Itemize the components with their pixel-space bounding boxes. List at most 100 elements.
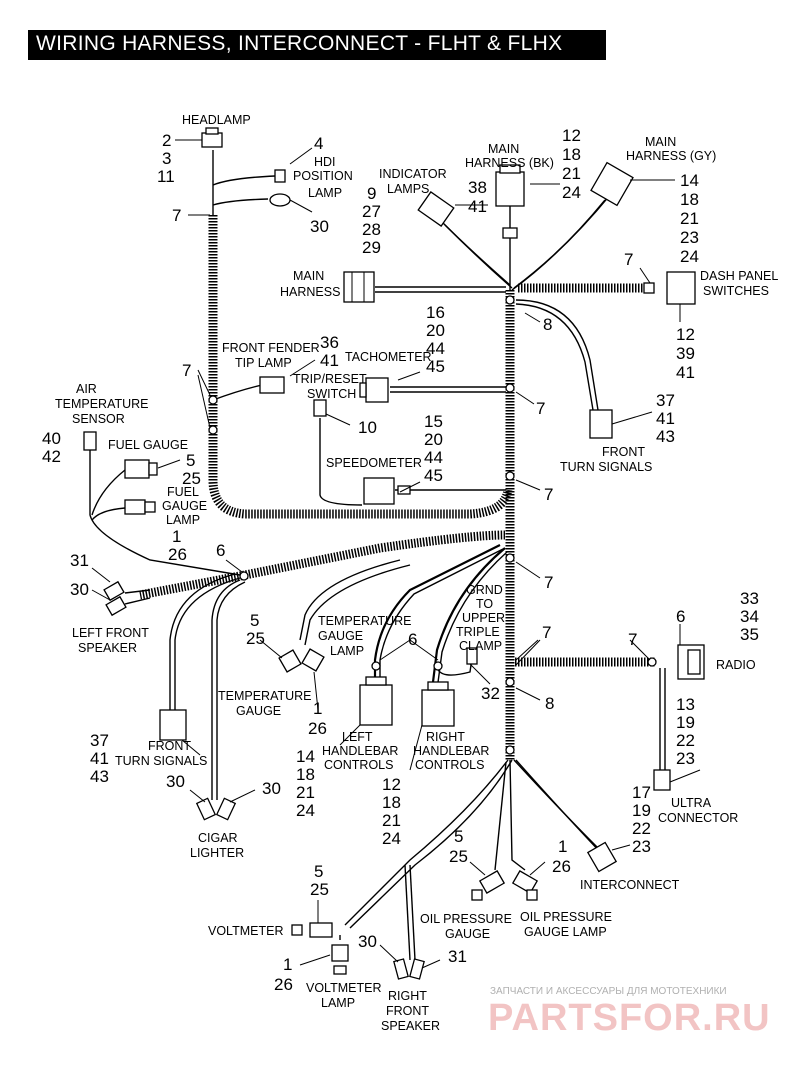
callout: 22: [676, 731, 695, 750]
label-volt-lamp-1: VOLTMETER: [306, 981, 381, 995]
callout: 6: [676, 607, 685, 626]
label-oil-lamp-1: OIL PRESSURE: [520, 910, 612, 924]
label-grnd-5: CLAMP: [459, 639, 502, 653]
callout: 1: [283, 955, 292, 974]
callout: 34: [740, 607, 759, 626]
callout: 41: [90, 749, 109, 768]
label-speedometer: SPEEDOMETER: [326, 456, 422, 470]
callout: 30: [310, 217, 329, 236]
callout: 21: [296, 783, 315, 802]
callout: 26: [274, 975, 293, 994]
label-cigar-2: LIGHTER: [190, 846, 244, 860]
callout: 7: [544, 573, 553, 592]
callout: 41: [320, 351, 339, 370]
callout: 45: [424, 466, 443, 485]
callout: 24: [382, 829, 401, 848]
air-temperature-sensor-icon: [83, 431, 97, 451]
callout: 41: [656, 409, 675, 428]
label-grnd-2: TO: [476, 597, 493, 611]
component-labels: HEADLAMP HDI POSITION LAMP INDICATOR LAM…: [55, 113, 778, 1033]
callout: 42: [42, 447, 61, 466]
tachometer-connector-icon: [359, 377, 389, 403]
callout: 43: [90, 767, 109, 786]
left-handlebar-connector-icon: [359, 676, 393, 726]
fuel-gauge-connector-icon: [124, 459, 158, 479]
callout: 20: [424, 430, 443, 449]
callout: 23: [632, 837, 651, 856]
voltmeter-lamp-icon: [331, 944, 349, 975]
label-grnd-1: GRND: [466, 583, 503, 597]
label-fuel-lamp-3: LAMP: [166, 513, 200, 527]
callout: 8: [545, 694, 554, 713]
label-main-gy-2: HARNESS (GY): [626, 149, 716, 163]
label-voltmeter: VOLTMETER: [208, 924, 283, 938]
callout: 37: [90, 731, 109, 750]
callout: 21: [382, 811, 401, 830]
label-headlamp: HEADLAMP: [182, 113, 251, 127]
label-lhb-2: HANDLEBAR: [322, 744, 398, 758]
callout: 35: [740, 625, 759, 644]
callout: 19: [632, 801, 651, 820]
callout: 14: [680, 171, 699, 190]
label-fuel-lamp-2: GAUGE: [162, 499, 207, 513]
indicator-lamps-icon: [417, 191, 455, 227]
front-turn-signals-left-icon: [159, 709, 187, 741]
label-oil-gauge-2: GAUGE: [445, 927, 490, 941]
dash-panel-switches-icon: [643, 271, 696, 305]
callout: 44: [424, 448, 443, 467]
label-turn-right-1: FRONT: [602, 445, 645, 459]
callout: 13: [676, 695, 695, 714]
callout: 1: [558, 837, 567, 856]
callout: 31: [70, 551, 89, 570]
callout: 4: [314, 134, 323, 153]
label-indicator-1: INDICATOR: [379, 167, 447, 181]
label-tip-lamp-1: FRONT FENDER: [222, 341, 320, 355]
callout: 28: [362, 220, 381, 239]
callout: 5: [250, 611, 259, 630]
label-temp-gauge-1: TEMPERATURE: [218, 689, 312, 703]
label-main-gy-1: MAIN: [645, 135, 676, 149]
watermark-tagline: ЗАПЧАСТИ И АКСЕССУАРЫ ДЛЯ МОТОТЕХНИКИ: [490, 986, 727, 997]
label-main-bk-2: HARNESS (BK): [465, 156, 554, 170]
interconnect-connector-icon: [586, 841, 618, 873]
callout: 18: [296, 765, 315, 784]
components: [83, 127, 705, 980]
callout: 16: [426, 303, 445, 322]
label-turn-right-2: TURN SIGNALS: [560, 460, 652, 474]
callout: 12: [382, 775, 401, 794]
callout: 31: [448, 947, 467, 966]
label-grnd-3: UPPER: [462, 611, 505, 625]
label-fuel-gauge: FUEL GAUGE: [108, 438, 188, 452]
label-rhb-3: CONTROLS: [415, 758, 484, 772]
callout: 1: [313, 699, 322, 718]
fuel-gauge-lamp-icon: [124, 499, 156, 515]
callout: 32: [481, 684, 500, 703]
main-harness-bk-icon: [495, 164, 525, 207]
label-hdi-1: HDI: [314, 155, 336, 169]
callout: 33: [740, 589, 759, 608]
label-grnd-4: TRIPLE: [456, 625, 500, 639]
label-speaker-left-1: LEFT FRONT: [72, 626, 149, 640]
label-hdi-2: POSITION: [293, 169, 353, 183]
label-trip-1: TRIP/RESET: [293, 372, 367, 386]
label-speaker-right-3: SPEAKER: [381, 1019, 440, 1033]
callout: 37: [656, 391, 675, 410]
left-speaker-connectors-icon: [103, 580, 127, 617]
callout: 39: [676, 344, 695, 363]
front-turn-signals-right-icon: [589, 409, 613, 439]
harness-cross-bundle: [139, 530, 506, 600]
callout: 25: [182, 469, 201, 488]
callout: 19: [676, 713, 695, 732]
main-harness-connector-icon: [343, 271, 375, 303]
callout-numbers: 2 3 11 7 4 30 9 27 28 29 38 41 12 18 21 …: [42, 126, 759, 994]
callout: 40: [42, 429, 61, 448]
label-hdi-3: LAMP: [308, 186, 342, 200]
callout: 14: [296, 747, 315, 766]
callout: 38: [468, 178, 487, 197]
callout: 23: [676, 749, 695, 768]
label-tachometer: TACHOMETER: [345, 350, 432, 364]
callout: 27: [362, 202, 381, 221]
callout: 36: [320, 333, 339, 352]
callout: 21: [562, 164, 581, 183]
callout: 21: [680, 209, 699, 228]
